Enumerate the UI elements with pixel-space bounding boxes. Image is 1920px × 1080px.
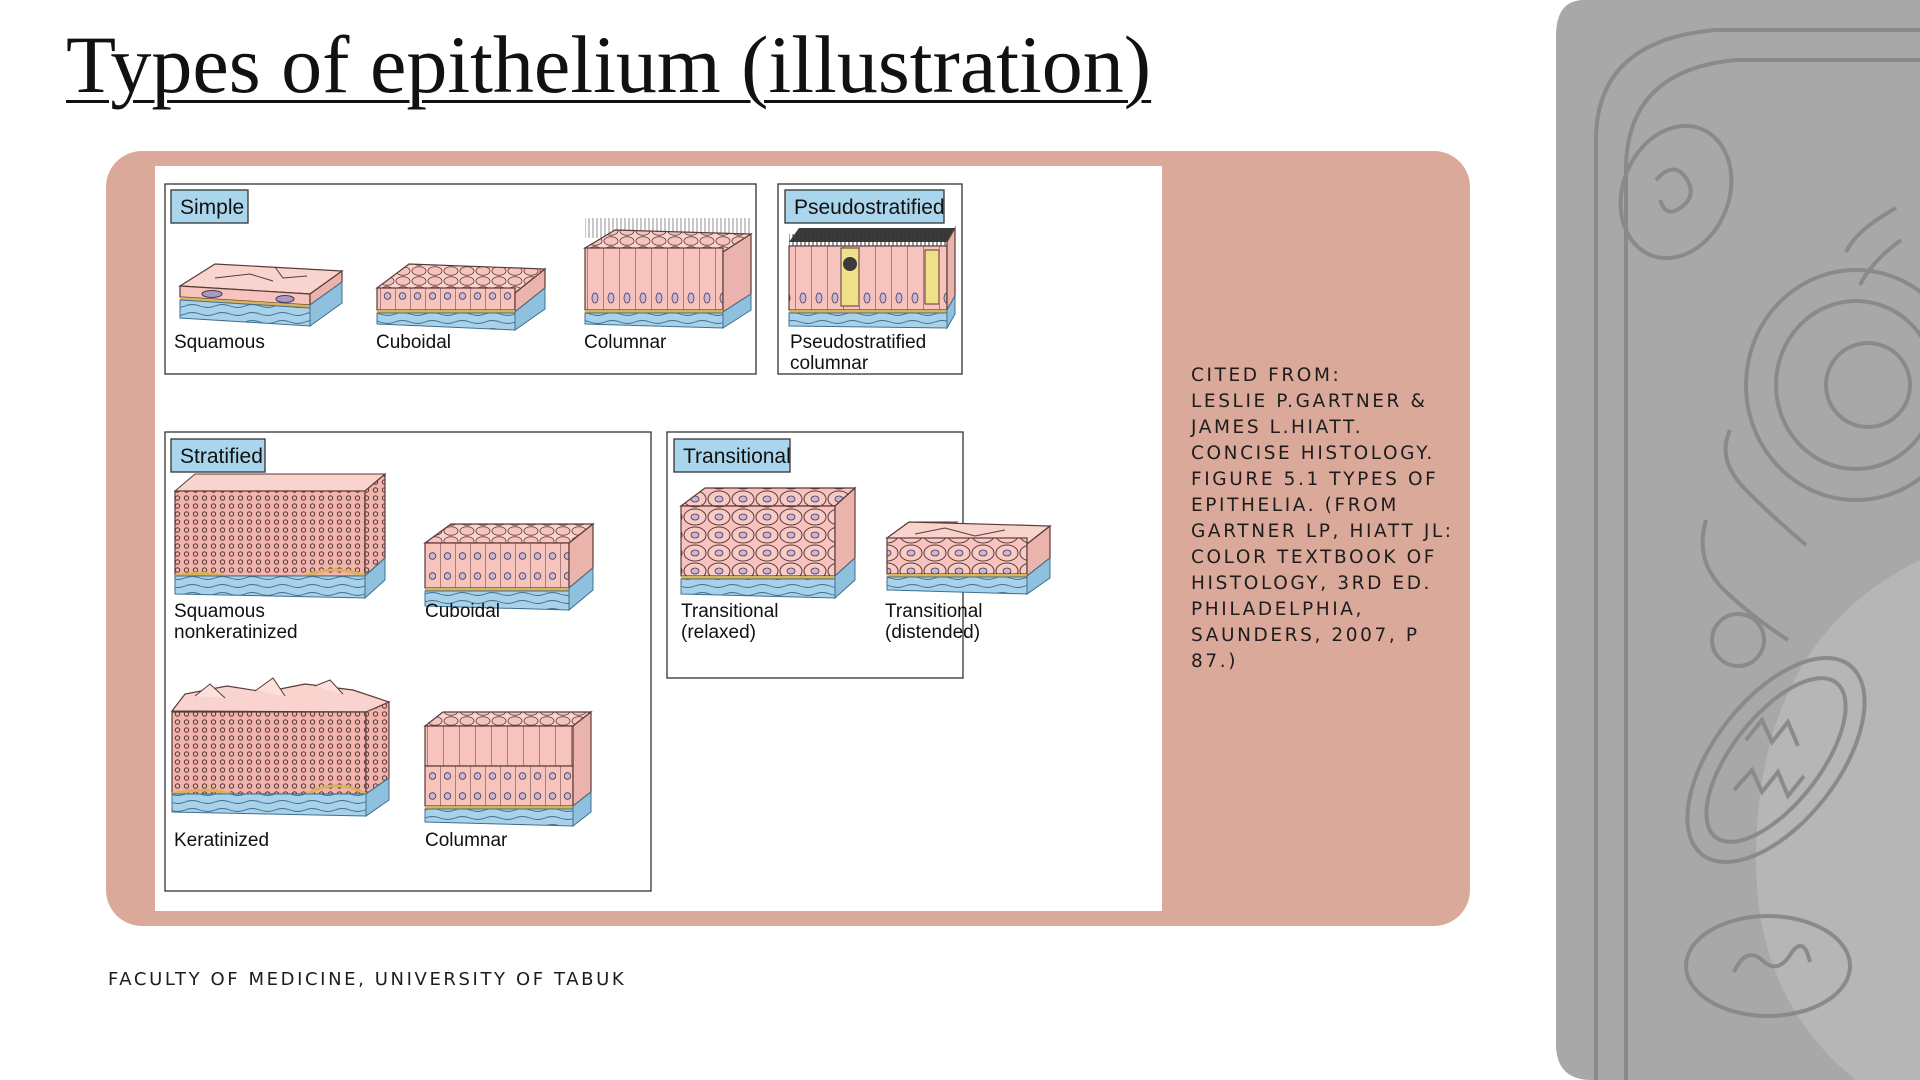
stratified-cuboidal-label: Cuboidal — [425, 601, 500, 622]
stratified-columnar-label: Columnar — [425, 830, 508, 851]
citation-line: CONCISE HISTOLOGY. — [1191, 443, 1435, 464]
citation-line: CITED FROM: — [1191, 365, 1342, 386]
simple-heading: Simple — [180, 196, 244, 219]
simple-cuboidal-illustration — [375, 263, 547, 331]
decorative-cell-panel — [1556, 0, 1920, 1080]
stratified-squamous-label-1: Squamous — [174, 601, 265, 622]
simple-cuboidal-label: Cuboidal — [376, 332, 451, 353]
pseudostratified-label-1: Pseudostratified — [790, 332, 926, 353]
stratified-columnar-illustration — [423, 710, 593, 828]
citation-line: JAMES L.HIATT. — [1191, 417, 1364, 438]
keratinized-label: Keratinized — [174, 830, 269, 851]
transitional-relaxed-label-2: (relaxed) — [681, 622, 756, 643]
pseudostratified-label-2: columnar — [790, 353, 869, 374]
transitional-distended-label-2: (distended) — [885, 622, 980, 643]
pseudostratified-heading: Pseudostratified — [794, 196, 945, 219]
citation-line: COLOR TEXTBOOK OF — [1191, 547, 1437, 568]
citation-line: SAUNDERS, 2007, P — [1191, 625, 1420, 646]
simple-squamous-label: Squamous — [174, 332, 265, 353]
stratified-heading: Stratified — [180, 445, 263, 468]
citation-line: 87.) — [1191, 651, 1239, 672]
citation-line: HISTOLOGY, 3RD ED. — [1191, 573, 1433, 594]
citation-line: PHILADELPHIA, — [1191, 599, 1365, 620]
footer-text: FACULTY OF MEDICINE, UNIVERSITY OF TABUK — [108, 969, 627, 990]
citation-line: GARTNER LP, HIATT JL: — [1191, 521, 1454, 542]
citation-line: EPITHELIA. (FROM — [1191, 495, 1399, 516]
simple-panel: Simple Squamous — [164, 183, 757, 375]
epithelium-figure: Simple Squamous — [155, 166, 1162, 911]
transitional-panel: Transitional Transitional (relaxed) — [666, 431, 1052, 679]
stratified-cuboidal-illustration — [423, 522, 595, 612]
stratified-panel: Stratified Squamous nonkeratinized — [164, 431, 652, 892]
transitional-relaxed-illustration — [679, 486, 857, 600]
keratinized-illustration — [170, 677, 391, 817]
citation-text: CITED FROM: LESLIE P.GARTNER & JAMES L.H… — [1191, 363, 1451, 675]
transitional-distended-label-1: Transitional — [885, 601, 983, 622]
transitional-distended-illustration — [885, 521, 1052, 595]
simple-columnar-label: Columnar — [584, 332, 667, 353]
simple-columnar-illustration — [582, 218, 753, 329]
page-title: Types of epithelium (illustration) — [66, 19, 1152, 110]
citation-line: LESLIE P.GARTNER & — [1191, 391, 1428, 412]
pseudostratified-illustration — [788, 225, 956, 330]
transitional-heading: Transitional — [683, 445, 791, 468]
pseudostratified-panel: Pseudostratified Pseudostratified column… — [777, 183, 963, 375]
transitional-relaxed-label-1: Transitional — [681, 601, 779, 622]
stratified-squamous-illustration — [173, 472, 387, 600]
citation-line: FIGURE 5.1 TYPES OF — [1191, 469, 1439, 490]
simple-squamous-illustration — [178, 263, 344, 327]
stratified-squamous-label-2: nonkeratinized — [174, 622, 298, 643]
